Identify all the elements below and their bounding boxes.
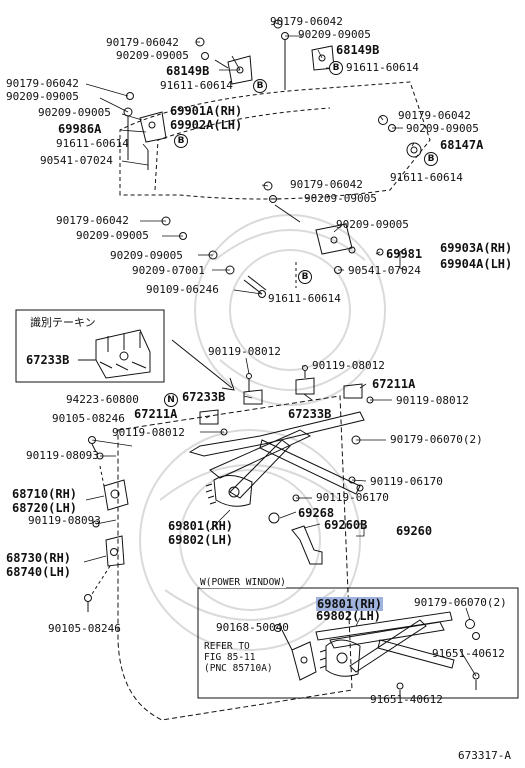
inset-part-67233B (78, 329, 151, 379)
power-window-box (197, 587, 519, 699)
part-number-label: 69903A(RH) (440, 241, 513, 255)
part-number-label: 67233B (182, 390, 226, 404)
bolt-ref-marker: B (424, 152, 438, 166)
bolt-ref-marker: B (174, 134, 188, 148)
part-number-label: 90119-06170 (370, 475, 443, 488)
part-number-label: 90209-09005 (76, 229, 149, 242)
part-number-label: 91611-60614 (346, 61, 419, 74)
part-number-label: 69268 (298, 506, 335, 520)
part-number-label: 69802(LH) (168, 533, 234, 547)
refer-note-line: FIG 85-11 (204, 652, 256, 663)
part-number-label-highlighted: 69801(RH) (316, 597, 384, 611)
part-number-label: 90119-08012 (312, 359, 385, 372)
highlighted-part: 69801(RH) (316, 597, 384, 611)
regulator-gear-sector (205, 475, 253, 507)
part-number-label: 90209-09005 (38, 106, 111, 119)
refer-note-line: REFER TO (204, 641, 250, 652)
part-number-label: 67211A (134, 407, 178, 421)
part-number-label: 90179-06042 (290, 178, 363, 191)
part-number-label: 90209-09005 (110, 249, 183, 262)
inset-title: 識別テーキン (30, 316, 96, 329)
power-regulator-assembly (274, 611, 480, 696)
part-number-label: 68730(RH) (6, 551, 72, 565)
part-number-label: 90209-09005 (116, 49, 189, 62)
part-number-label: 94223-60800 (66, 393, 139, 406)
part-number-label: 91611-60614 (56, 137, 129, 150)
part-number-label: 67233B (288, 407, 332, 421)
part-number-label: 90209-09005 (6, 90, 79, 103)
part-number-label: 68720(LH) (12, 501, 78, 515)
part-number-label: 90179-06070(2) (414, 596, 507, 609)
part-number-label: 91611-60614 (390, 171, 463, 184)
bolt-ref-marker: B (253, 79, 267, 93)
part-number-label: 90105-08246 (52, 412, 125, 425)
part-number-label: 90209-09005 (304, 192, 377, 205)
regulator-clips (199, 365, 374, 436)
part-number-label: 69986A (58, 122, 102, 136)
part-number-label: 90209-09005 (336, 218, 409, 231)
glass-outline-inner (154, 107, 331, 191)
part-number-label: 90209-09005 (406, 122, 479, 135)
part-number-label: 90105-08246 (48, 622, 121, 635)
part-number-label: 69260 (396, 524, 433, 538)
window-stop-bracket-left (123, 92, 167, 170)
part-number-label: 90109-06246 (146, 283, 219, 296)
window-stop-bracket-top (195, 37, 253, 85)
part-number-label: 90119-08012 (396, 394, 469, 407)
part-number-label: 68149B (336, 43, 380, 57)
part-number-label: 90119-08012 (208, 345, 281, 358)
part-number-label: 90179-06042 (398, 109, 471, 122)
part-number-label: 90168-50040 (216, 621, 289, 634)
window-regulator-handle-bracket (84, 436, 129, 612)
power-window-title: W(POWER WINDOW) (200, 577, 286, 588)
part-number-label: 69260B (324, 518, 368, 532)
part-number-label: 90541-07024 (40, 154, 113, 167)
part-number-label: 90119-08012 (112, 426, 185, 439)
part-number-label: 69802(LH) (316, 609, 382, 623)
part-number-label: 90119-08093 (28, 514, 101, 527)
part-number-label: 90179-06042 (6, 77, 79, 90)
part-number-label: 90179-06042 (56, 214, 129, 227)
part-number-label: 90179-06042 (106, 36, 179, 49)
part-number-label: 90209-09005 (298, 28, 371, 41)
direction-arrow (171, 339, 235, 391)
part-number-label: 90179-06070(2) (390, 433, 483, 446)
part-number-label: 91651-40612 (370, 693, 443, 706)
part-number-label: 91611-60614 (268, 292, 341, 305)
glass-channel-bracket (263, 181, 384, 288)
part-number-label: 68149B (166, 64, 210, 78)
part-number-label: 68740(LH) (6, 565, 72, 579)
bolt-ref-marker: B (329, 61, 343, 75)
part-number-label: 68147A (440, 138, 484, 152)
part-number-label: 69981 (386, 247, 423, 261)
part-number-label: 67211A (372, 377, 416, 391)
part-number-label: 69801(RH) (168, 519, 234, 533)
part-number-label: 69902A(LH) (170, 118, 243, 132)
inset-box-identification (15, 309, 165, 383)
bolt-ref-marker: B (298, 270, 312, 284)
part-number-label: 90209-07001 (132, 264, 205, 277)
part-number-label: 68710(RH) (12, 487, 78, 501)
part-number-label: 90119-08093 (26, 449, 99, 462)
nut-ref-marker: N (164, 393, 178, 407)
part-number-label: 90179-06042 (270, 15, 343, 28)
part-number-label: 91611-60614 (160, 79, 233, 92)
part-number-label: 69904A(LH) (440, 257, 513, 271)
leader-lines-pw (276, 607, 477, 698)
window-regulator-arm (188, 411, 365, 499)
leader-lines-lower (83, 357, 392, 563)
part-number-label: 90119-06170 (316, 491, 389, 504)
refer-note-line: (PNC 85710A) (204, 663, 273, 674)
diagram-id: 673317-A (458, 749, 511, 762)
part-number-label: 69901A(RH) (170, 104, 243, 118)
glass-outline (119, 81, 431, 200)
part-number-label: 90541-07024 (348, 264, 421, 277)
part-number-label: 67233B (26, 353, 70, 367)
door-panel-outline (117, 395, 353, 721)
part-number-label: 91651-40612 (432, 647, 505, 660)
